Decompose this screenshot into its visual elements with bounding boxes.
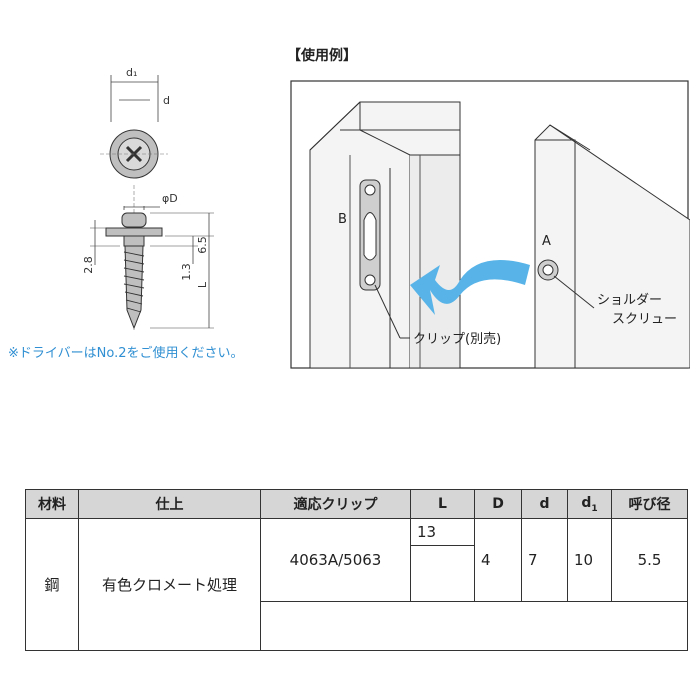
cell-nominal: 5.5 — [611, 518, 688, 602]
table-row: 鋼 有色クロメート処理 4063A/5063 13 4 7 10 5.5 — [25, 518, 688, 651]
cell-L: 13 — [410, 518, 475, 602]
header-d1: d1 — [567, 489, 612, 519]
cell-L-top: 13 — [411, 519, 474, 546]
header-L: L — [410, 489, 475, 519]
callout-A: A — [542, 234, 551, 249]
callout-clip: クリップ(別売) — [413, 331, 501, 347]
cell-D: 4 — [474, 518, 522, 602]
cell-d: 7 — [521, 518, 568, 602]
callout-shoulder-1: ショルダー — [597, 293, 662, 308]
table-header-row: 材料 仕上 適応クリップ L D d d1 呼び径 — [25, 489, 688, 519]
usage-example-title: 【使用例】 — [287, 48, 357, 64]
header-material: 材料 — [25, 489, 79, 519]
screw-drawing: d₁ d φD 6.5 1.3 L 2.8 — [82, 66, 214, 330]
cell-finish: 有色クロメート処理 — [78, 518, 261, 651]
table-row — [26, 601, 688, 651]
dim-d1: d₁ — [126, 66, 137, 79]
header-d: d — [521, 489, 568, 519]
spec-table: 材料 仕上 適応クリップ L D d d1 呼び径 鋼 有色クロメート処理 40… — [25, 489, 688, 651]
cell-material: 鋼 — [25, 518, 79, 651]
dim-1-3: 1.3 — [180, 263, 193, 281]
header-D: D — [474, 489, 522, 519]
callout-shoulder-2: スクリュー — [612, 312, 677, 327]
dim-phiD: φD — [162, 192, 178, 205]
dim-d: d — [163, 94, 170, 107]
header-clip: 適応クリップ — [260, 489, 411, 519]
driver-note: ※ドライバーはNo.2をご使用ください。 — [8, 346, 244, 361]
cell-d1: 10 — [567, 518, 612, 602]
dim-2-8: 2.8 — [82, 256, 95, 274]
header-finish: 仕上 — [78, 489, 261, 519]
callout-B: B — [338, 212, 347, 227]
header-nominal: 呼び径 — [611, 489, 688, 519]
usage-illustration: B A クリップ(別売) ショルダー スクリュー — [290, 80, 690, 369]
dim-L: L — [196, 281, 209, 288]
dim-6-5: 6.5 — [196, 236, 209, 254]
cell-clip: 4063A/5063 — [260, 518, 411, 602]
